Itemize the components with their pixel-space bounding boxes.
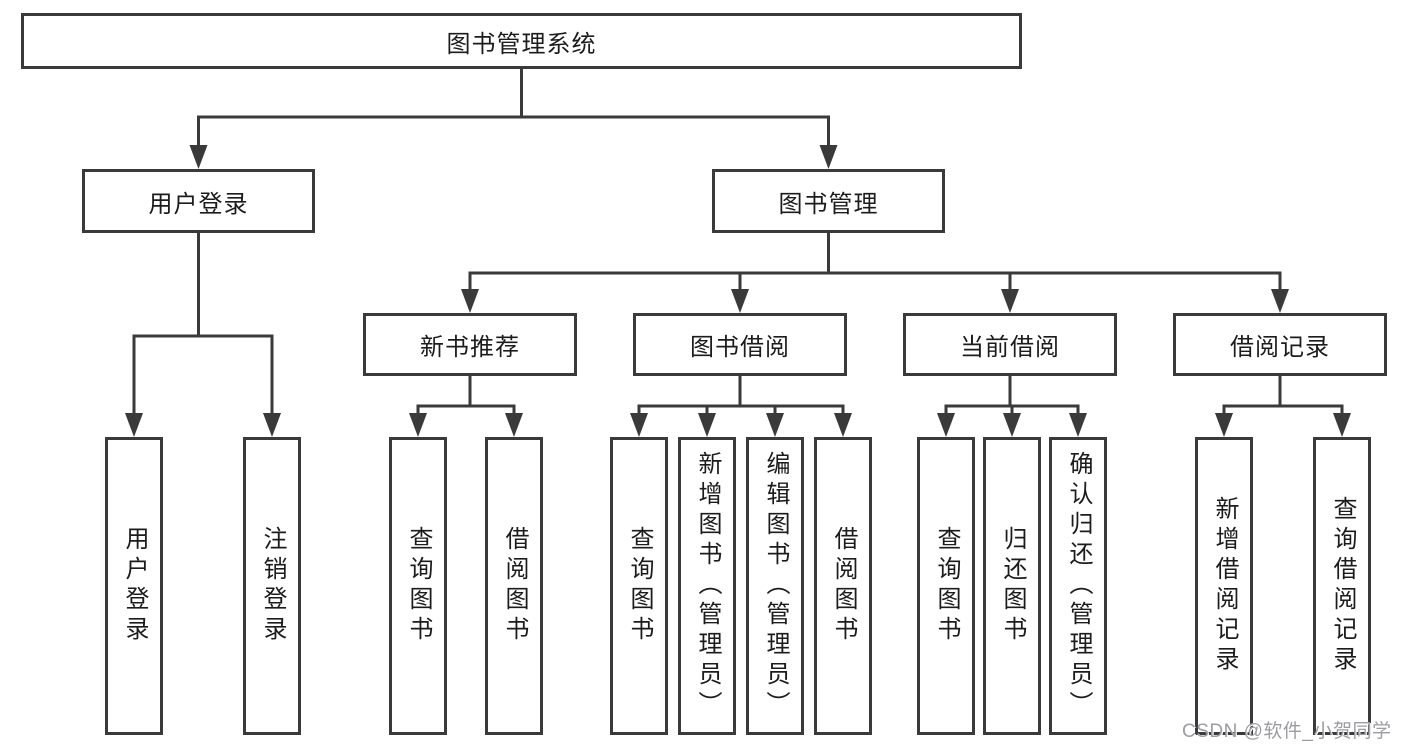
node-confirm-return-admin: 确认归还（管理员） [1049,437,1107,735]
node-borrow-books-action: 借阅图书 [814,437,872,735]
node-label: 借阅记录 [1230,334,1330,361]
node-query-books-borrow: 查询图书 [610,437,668,735]
node-label: 图书借阅 [690,334,790,361]
node-label: 查询借阅记录 [1329,496,1356,676]
node-library-management-system: 图书管理系统 [21,13,1022,69]
node-label: 当前借阅 [960,334,1060,361]
node-label: 新书推荐 [420,334,520,361]
node-logout-action: 注销登录 [243,437,301,735]
node-query-borrow-record: 查询借阅记录 [1313,437,1371,735]
node-label: 图书管理系统 [446,30,597,58]
node-new-book-recommend: 新书推荐 [363,313,577,376]
node-borrow-books-recommend: 借阅图书 [485,437,543,735]
node-label: 归还图书 [999,526,1026,646]
node-book-borrow: 图书借阅 [633,313,847,376]
node-query-books-recommend: 查询图书 [389,437,447,735]
node-user-login-action: 用户登录 [105,437,163,735]
node-label: 查询图书 [933,526,960,646]
node-label: 借阅图书 [501,526,528,646]
node-label: 查询图书 [626,526,653,646]
node-add-borrow-record: 新增借阅记录 [1195,437,1253,735]
node-label: 编辑图书（管理员） [762,451,789,721]
node-return-book: 归还图书 [983,437,1041,735]
node-edit-book-admin: 编辑图书（管理员） [746,437,804,735]
node-label: 图书管理 [778,190,879,218]
node-label: 用户登录 [148,190,249,218]
arrowheads [125,145,1351,437]
node-current-borrow: 当前借阅 [903,313,1117,376]
node-label: 注销登录 [259,526,286,646]
node-label: 确认归还（管理员） [1065,451,1092,721]
node-label: 新增图书（管理员） [694,451,721,721]
node-label: 查询图书 [405,526,432,646]
csdn-watermark: CSDN @软件_小贺同学 [1182,721,1392,742]
node-query-books-current: 查询图书 [917,437,975,735]
node-label: 用户登录 [121,526,148,646]
node-label: 新增借阅记录 [1211,496,1238,676]
node-add-book-admin: 新增图书（管理员） [678,437,736,735]
node-user-login: 用户登录 [82,169,315,233]
node-book-management: 图书管理 [712,169,945,233]
node-label: 借阅图书 [830,526,857,646]
node-borrow-records: 借阅记录 [1173,313,1387,376]
